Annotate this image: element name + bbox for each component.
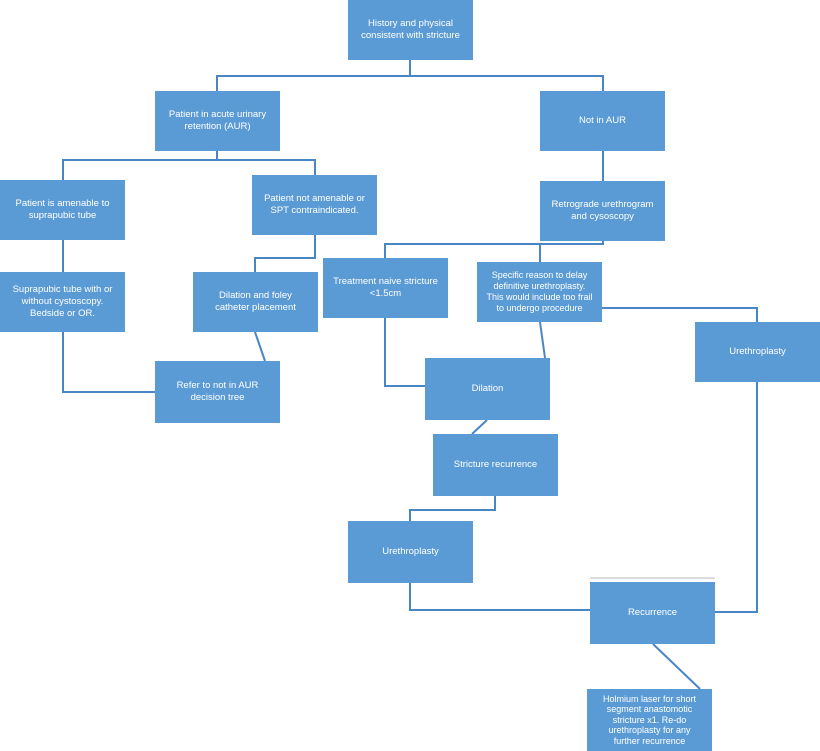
node-dilation-label: Dilation xyxy=(471,383,504,394)
node-spt-amenable-label: Patient is amenable to suprapubic tube xyxy=(15,198,110,221)
connector-urethroplasty2-to-recurrence xyxy=(409,583,590,611)
node-recurrence: Recurrence xyxy=(590,582,715,644)
node-recurrence-label: Recurrence xyxy=(627,607,678,618)
node-history-physical-label: History and physical consistent with str… xyxy=(361,18,460,41)
connector-suprapubic-to-refer xyxy=(62,332,155,393)
node-acute-urinary-retention-label: Patient in acute urinary retention (AUR) xyxy=(168,109,267,132)
node-urethroplasty-secondary: Urethroplasty xyxy=(348,521,473,583)
node-history-physical: History and physical consistent with str… xyxy=(348,0,473,60)
connector-specific-to-urethroplasty xyxy=(602,307,758,322)
node-urethroplasty-primary-label: Urethroplasty xyxy=(729,346,786,357)
node-refer-decision-tree-label: Refer to not in AUR decision tree xyxy=(176,380,259,403)
node-treatment-naive: Treatment naive stricture <1.5cm xyxy=(323,258,448,318)
node-urethroplasty-secondary-label: Urethroplasty xyxy=(382,546,439,557)
node-specific-reason-delay: Specific reason to delay definitive uret… xyxy=(477,262,602,322)
node-suprapubic-tube-label: Suprapubic tube with or without cystosco… xyxy=(12,284,113,319)
node-retrograde-urethrogram: Retrograde urethrogram and cysoscopy xyxy=(540,181,665,241)
node-spt-amenable: Patient is amenable to suprapubic tube xyxy=(0,180,125,240)
node-not-amenable: Patient not amenable or SPT contraindica… xyxy=(252,175,377,235)
connector-dilfoley-to-refer xyxy=(254,331,266,362)
node-dilation: Dilation xyxy=(425,358,550,420)
connector-recurrence-to-urethroplasty xyxy=(409,496,496,521)
connector-aur-split-bar xyxy=(62,159,316,180)
node-specific-reason-delay-label: Specific reason to delay definitive uret… xyxy=(486,270,593,313)
connector-naive-to-dilation xyxy=(384,318,425,387)
node-not-in-aur: Not in AUR xyxy=(540,91,665,151)
node-acute-urinary-retention: Patient in acute urinary retention (AUR) xyxy=(155,91,280,151)
node-treatment-naive-label: Treatment naive stricture <1.5cm xyxy=(333,276,438,299)
connector-notamen-to-dilfoley xyxy=(254,235,316,272)
connector-branch-bar xyxy=(216,75,604,91)
node-holmium-laser-label: Holmium laser for short segment anastomo… xyxy=(602,693,697,746)
connector-dilation-to-recurrence xyxy=(471,419,488,435)
node-dilation-foley-label: Dilation and foley catheter placement xyxy=(215,290,296,313)
node-retrograde-urethrogram-label: Retrograde urethrogram and cysoscopy xyxy=(551,199,654,222)
node-refer-decision-tree: Refer to not in AUR decision tree xyxy=(155,361,280,423)
connector-recurrence-to-holmium xyxy=(652,643,701,690)
connector-specific-to-dilation xyxy=(539,321,546,359)
connector-urethroplasty1-to-recurrence xyxy=(715,382,758,613)
node-stricture-recurrence: Stricture recurrence xyxy=(433,434,558,496)
node-stricture-recurrence-label: Stricture recurrence xyxy=(453,459,538,470)
node-not-amenable-label: Patient not amenable or SPT contraindica… xyxy=(264,193,365,216)
node-not-in-aur-label: Not in AUR xyxy=(579,115,626,126)
node-urethroplasty-primary: Urethroplasty xyxy=(695,322,820,382)
node-holmium-laser: Holmium laser for short segment anastomo… xyxy=(587,689,712,751)
connector-retro-split-bar xyxy=(384,241,604,258)
node-suprapubic-tube: Suprapubic tube with or without cystosco… xyxy=(0,272,125,332)
node-dilation-foley: Dilation and foley catheter placement xyxy=(193,272,318,332)
